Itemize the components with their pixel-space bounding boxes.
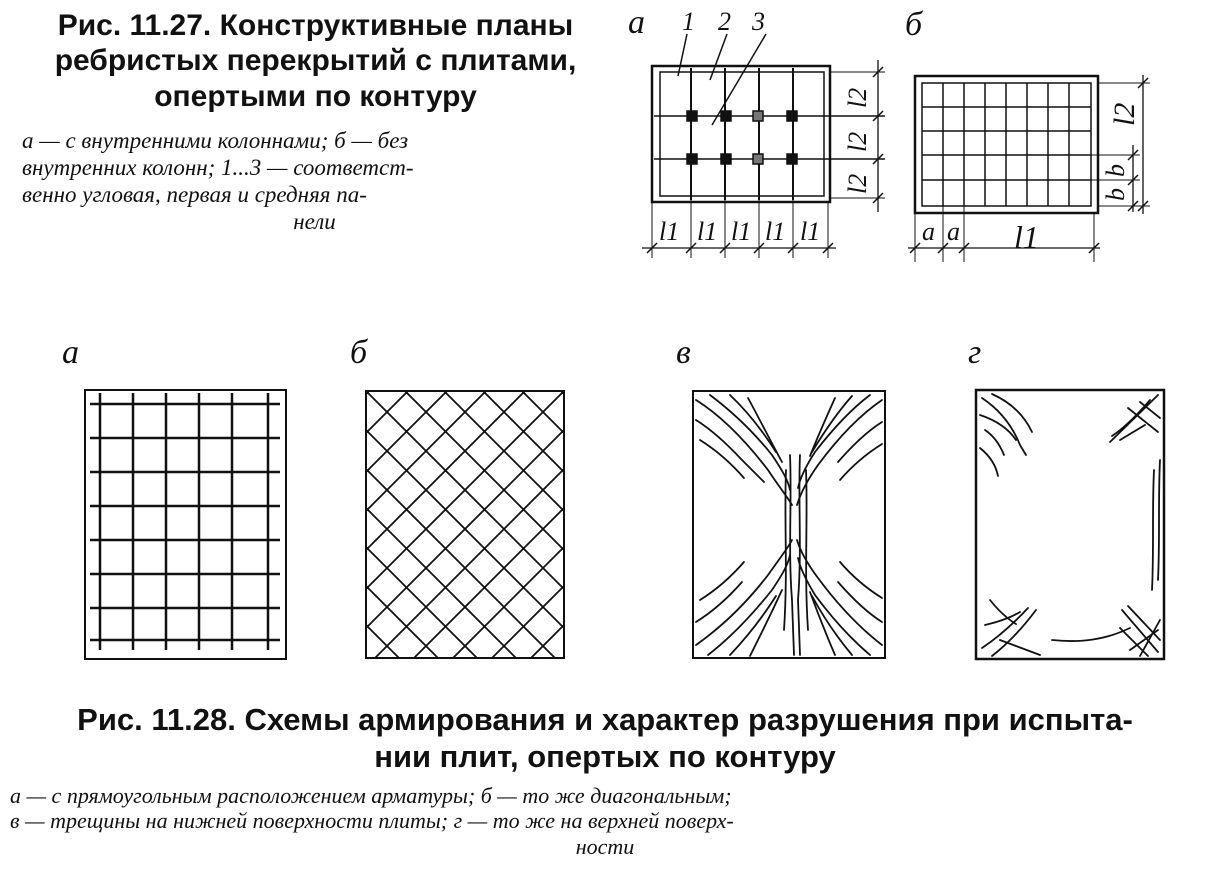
description-line: а — с прямоугольным расположением армату… [10,783,732,808]
panel-number-1: 1 [682,7,695,36]
title-line: ребристых перекрытий с плитами, [54,44,577,78]
figure-11-27-title: Рис. 11.27. Конструктивные планы ребрист… [18,8,613,114]
figure-11-28-title: Рис. 11.28. Схемы армирования и характер… [10,702,1200,775]
description-line: а — с внутренними колоннами; б — без [22,128,409,153]
figure-11-27-description: а — с внутренними колоннами; б — без вну… [22,128,607,236]
panel-label-28b: б [350,334,368,371]
title-line: опертыми по контуру [154,79,477,113]
dim-l1: l1 [731,217,751,246]
figure-11-28-description: а — с прямоугольным расположением армату… [10,783,1200,859]
panel-label-28v: в [676,334,691,371]
title-line: Рис. 11.28. Схемы армирования и характер… [77,702,1133,737]
plan-without-columns [908,74,1150,262]
description-line: ности [575,833,635,859]
dim-a: a [922,217,935,246]
dim-l2: l2 [843,132,872,152]
title-line: Рис. 11.27. Конструктивные планы [57,9,574,42]
description-line: в — трещины на нижней поверхности плиты;… [10,808,734,834]
dim-l1: l1 [697,217,717,246]
dim-l2: l2 [843,174,872,194]
description-line: нели [293,208,336,234]
panel-label-27b: б [905,6,923,43]
bottom-surface-cracks-slab [692,390,886,659]
description-line: венно угловая, первая и средняя па- [22,181,367,207]
description-line: внутренних колонн; 1...3 — соответст- [22,154,414,180]
dim-a: a [947,217,960,246]
panel-number-3: 3 [751,7,765,36]
dim-l1: l1 [765,217,785,246]
dim-l1: l1 [1014,219,1039,255]
top-surface-cracks-slab [974,388,1166,661]
plan-b-annotations: a a l1 b b l2 [922,103,1141,255]
dim-l2: l2 [843,88,872,108]
rectangular-reinforcement-slab [84,389,287,660]
panel-number-2: 2 [718,7,731,36]
dim-b: b [1101,188,1130,201]
panel-label-27a: а [628,4,645,41]
title-line: нии плит, опертых по контуру [374,738,836,774]
dim-l2: l2 [1108,103,1141,126]
dim-b: b [1101,164,1130,177]
plan-with-columns [642,33,885,258]
dim-l1: l1 [800,217,820,246]
dim-l1: l1 [659,217,679,246]
panel-label-28g: г [968,334,982,371]
plan-a-annotations: 1 2 3 l1 l1 l1 l1 l1 l2 l2 l2 [659,7,872,246]
panel-label-28a: а [62,334,79,371]
diagonal-reinforcement-slab [365,390,565,659]
